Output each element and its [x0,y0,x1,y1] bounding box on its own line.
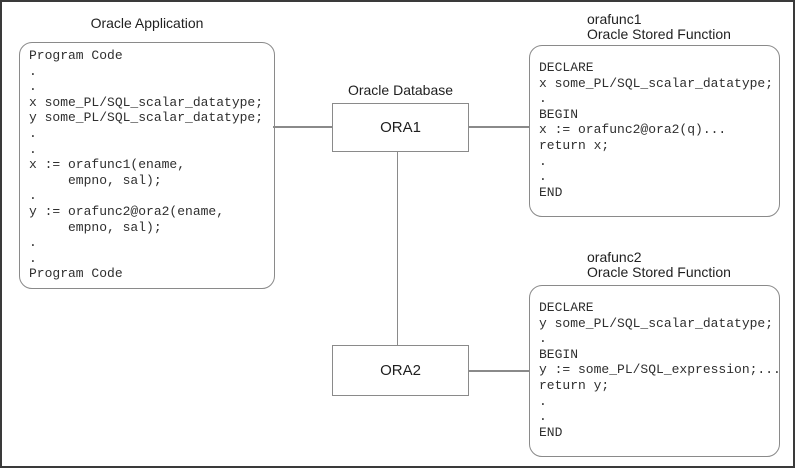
oracle-application-code: Program Code . . x some_PL/SQL_scalar_da… [29,48,264,282]
ora2-label: ORA2 [380,362,421,379]
orafunc1-title-block: orafunc1 Oracle Stored Function [587,12,731,42]
orafunc1-title: orafunc1 [587,11,642,27]
orafunc2-code: DECLARE y some_PL/SQL_scalar_datatype; .… [539,300,781,440]
ora1-node: ORA1 [332,103,469,152]
oracle-database-label: Oracle Database [347,82,454,98]
oracle-application-box: Program Code . . x some_PL/SQL_scalar_da… [19,42,275,289]
orafunc2-title-block: orafunc2 Oracle Stored Function [587,250,731,280]
connector-app-ora1 [273,126,332,128]
orafunc2-subtitle: Oracle Stored Function [587,264,731,280]
ora2-node: ORA2 [332,345,469,396]
ora1-label: ORA1 [380,119,421,136]
oracle-application-title: Oracle Application [90,15,204,31]
orafunc2-title: orafunc2 [587,249,642,265]
orafunc1-box: DECLARE x some_PL/SQL_scalar_datatype; .… [529,45,780,217]
connector-ora1-orafunc1 [468,126,529,128]
connector-ora1-ora2 [396,152,398,345]
orafunc2-box: DECLARE y some_PL/SQL_scalar_datatype; .… [529,285,781,457]
orafunc1-subtitle: Oracle Stored Function [587,26,731,42]
connector-ora2-orafunc2 [468,370,529,372]
orafunc1-code: DECLARE x some_PL/SQL_scalar_datatype; .… [539,60,774,200]
